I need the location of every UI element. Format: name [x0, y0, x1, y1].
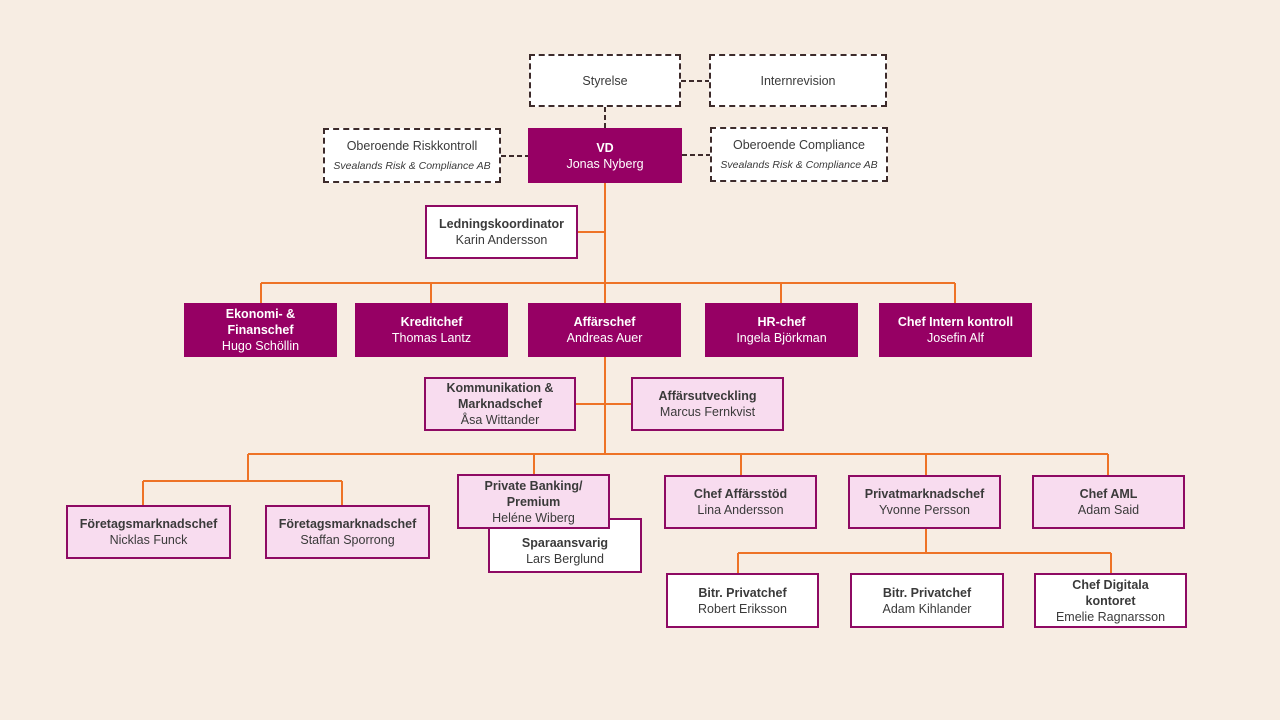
node-name: Lars Berglund: [526, 551, 604, 566]
node-affarsstod: Chef Affärsstöd Lina Andersson: [664, 475, 817, 529]
node-title: Ekonomi- & Finanschef: [225, 307, 296, 337]
node-name: Emelie Ragnarsson: [1055, 609, 1166, 624]
node-internkontroll: Chef Intern kontroll Josefin Alf: [879, 303, 1032, 357]
node-title: Styrelse: [582, 73, 628, 88]
node-name: Adam Said: [1077, 503, 1140, 517]
node-bitr2: Bitr. Privatchef Adam Kihlander: [850, 573, 1004, 628]
node-private-banking: Private Banking/ Premium Heléne Wiberg: [457, 474, 610, 529]
node-privatmarknad: Privatmarknadschef Yvonne Persson: [848, 475, 1001, 529]
node-name: Karin Andersson: [455, 233, 548, 247]
node-internrevision: Internrevision: [709, 54, 887, 107]
node-title: Bitr. Privatchef: [882, 585, 972, 600]
node-subtitle: Svealands Risk & Compliance AB: [720, 158, 878, 171]
node-kredit: Kreditchef Thomas Lantz: [355, 303, 508, 357]
node-title: Privatmarknadschef: [864, 487, 985, 501]
node-title: Affärsutveckling: [658, 389, 757, 403]
node-title: Ledningskoordinator: [439, 217, 564, 231]
node-kommunikation: Kommunikation & Marknadschef Åsa Wittand…: [424, 377, 576, 431]
node-affarschef: Affärschef Andreas Auer: [528, 303, 681, 357]
node-name: Nicklas Funck: [109, 533, 188, 547]
node-title: Företagsmarknadschef: [79, 517, 218, 531]
node-title: Kommunikation & Marknadschef: [446, 381, 554, 411]
node-name: Marcus Fernkvist: [659, 405, 756, 419]
node-title: Chef Intern kontroll: [897, 315, 1014, 329]
node-title: Chef Digitala kontoret: [1072, 577, 1149, 608]
node-name: Robert Eriksson: [698, 601, 787, 616]
node-compliance: Oberoende Compliance Svealands Risk & Co…: [710, 127, 888, 182]
node-name: Thomas Lantz: [391, 331, 472, 345]
node-name: Staffan Sporrong: [300, 533, 395, 547]
node-riskkontroll: Oberoende Riskkontroll Svealands Risk & …: [323, 128, 501, 183]
node-name: Ingela Björkman: [736, 331, 827, 345]
node-title: Oberoende Riskkontroll: [346, 138, 478, 153]
node-title: Chef AML: [1079, 487, 1138, 501]
node-vd: VD Jonas Nyberg: [528, 128, 682, 183]
node-title: Chef Affärsstöd: [693, 487, 788, 501]
node-bitr1: Bitr. Privatchef Robert Eriksson: [666, 573, 819, 628]
node-affarsutveckling: Affärsutveckling Marcus Fernkvist: [631, 377, 784, 431]
node-ekonomi: Ekonomi- & Finanschef Hugo Schöllin: [184, 303, 337, 357]
node-name: Jonas Nyberg: [566, 156, 644, 171]
node-title: Internrevision: [760, 73, 836, 88]
node-name: Adam Kihlander: [882, 601, 972, 616]
node-title: Kreditchef: [400, 315, 463, 329]
node-ledningskoordinator: Ledningskoordinator Karin Andersson: [425, 205, 578, 259]
node-name: Åsa Wittander: [460, 413, 540, 427]
node-hr: HR-chef Ingela Björkman: [705, 303, 858, 357]
node-subtitle: Svealands Risk & Compliance AB: [333, 159, 491, 172]
node-foretag2: Företagsmarknadschef Staffan Sporrong: [265, 505, 430, 559]
dashed-connectors: [501, 80, 710, 157]
node-name: Lina Andersson: [697, 503, 784, 517]
node-title: Affärschef: [573, 315, 636, 329]
node-title: VD: [596, 140, 614, 155]
node-name: Hugo Schöllin: [221, 339, 300, 353]
node-title: Private Banking/ Premium: [484, 478, 583, 509]
node-title: HR-chef: [757, 315, 806, 329]
node-foretag1: Företagsmarknadschef Nicklas Funck: [66, 505, 231, 559]
node-title: Företagsmarknadschef: [278, 517, 417, 531]
node-styrelse: Styrelse: [529, 54, 681, 107]
node-name: Andreas Auer: [566, 331, 643, 345]
node-name: Josefin Alf: [927, 331, 984, 345]
node-digitala: Chef Digitala kontoret Emelie Ragnarsson: [1034, 573, 1187, 628]
orange-connectors: [142, 183, 1112, 574]
node-title: Bitr. Privatchef: [698, 585, 787, 600]
node-name: Heléne Wiberg: [492, 510, 575, 525]
node-title: Sparaansvarig: [521, 535, 609, 550]
node-name: Yvonne Persson: [878, 503, 971, 517]
node-title: Oberoende Compliance: [732, 137, 866, 152]
node-aml: Chef AML Adam Said: [1032, 475, 1185, 529]
